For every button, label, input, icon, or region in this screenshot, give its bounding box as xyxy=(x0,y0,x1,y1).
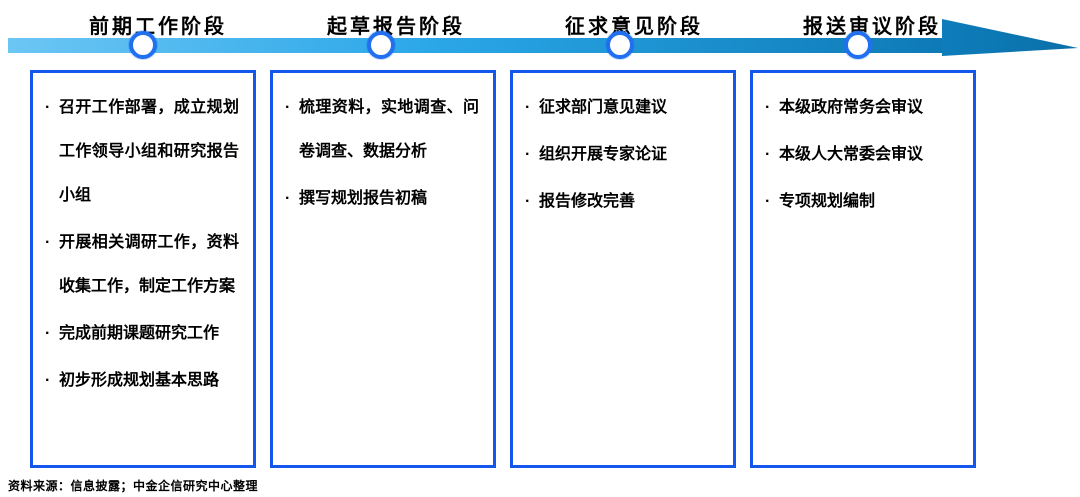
bullet-icon: · xyxy=(765,99,771,116)
bullet-text: 报告修改完善 xyxy=(539,193,636,210)
list-item: · 撰写规划报告初稿 xyxy=(285,177,479,221)
stage-box-4: · 本级政府常务会审议 · 本级人大常委会审议 · 专项规划编制 xyxy=(750,70,976,468)
list-item: · 召开工作部署，成立规划工作领导小组和研究报告小组 xyxy=(45,86,239,218)
bullet-text: 召开工作部署，成立规划工作领导小组和研究报告小组 xyxy=(59,99,239,204)
list-item: · 初步形成规划基本思路 xyxy=(45,359,239,403)
bullet-text: 开展相关调研工作，资料收集工作，制定工作方案 xyxy=(59,234,239,295)
bullet-icon: · xyxy=(45,372,51,389)
bullet-text: 梳理资料，实地调查、问卷调查、数据分析 xyxy=(299,99,479,160)
bullet-text: 初步形成规划基本思路 xyxy=(59,372,220,389)
bullet-icon: · xyxy=(285,99,291,116)
list-item: · 开展相关调研工作，资料收集工作，制定工作方案 xyxy=(45,221,239,309)
timeline-node-2 xyxy=(367,31,395,59)
timeline-node-4 xyxy=(844,31,872,59)
bullet-icon: · xyxy=(525,99,531,116)
bullet-icon: · xyxy=(525,146,531,163)
list-item: · 梳理资料，实地调查、问卷调查、数据分析 xyxy=(285,86,479,174)
bullet-text: 专项规划编制 xyxy=(779,193,876,210)
bullet-icon: · xyxy=(45,325,51,342)
list-item: · 组织开展专家论证 xyxy=(525,133,719,177)
timeline-bar xyxy=(8,38,946,53)
timeline-arrow-icon xyxy=(942,19,1078,56)
bullet-text: 征求部门意见建议 xyxy=(539,99,668,116)
list-item: · 报告修改完善 xyxy=(525,180,719,224)
bullet-icon: · xyxy=(525,193,531,210)
stage-box-1: · 召开工作部署，成立规划工作领导小组和研究报告小组 · 开展相关调研工作，资料… xyxy=(30,70,256,468)
list-item: · 本级政府常务会审议 xyxy=(765,86,959,130)
bullet-text: 完成前期课题研究工作 xyxy=(59,325,220,342)
bullet-text: 组织开展专家论证 xyxy=(539,146,668,163)
list-item: · 专项规划编制 xyxy=(765,180,959,224)
bullet-icon: · xyxy=(765,193,771,210)
bullet-text: 撰写规划报告初稿 xyxy=(299,190,428,207)
list-item: · 征求部门意见建议 xyxy=(525,86,719,130)
list-item: · 完成前期课题研究工作 xyxy=(45,312,239,356)
stage-box-2: · 梳理资料，实地调查、问卷调查、数据分析 · 撰写规划报告初稿 xyxy=(270,70,496,468)
timeline-node-3 xyxy=(606,31,634,59)
list-item: · 本级人大常委会审议 xyxy=(765,133,959,177)
bullet-text: 本级人大常委会审议 xyxy=(779,146,924,163)
stage-label-4: 报送审议阶段 xyxy=(803,16,941,38)
bullet-icon: · xyxy=(285,190,291,207)
bullet-icon: · xyxy=(765,146,771,163)
source-note: 资料来源：信息披露；中金企信研究中心整理 xyxy=(8,479,259,493)
bullet-icon: · xyxy=(45,99,51,116)
bullet-icon: · xyxy=(45,234,51,251)
stage-label-3: 征求意见阶段 xyxy=(565,16,703,38)
bullet-text: 本级政府常务会审议 xyxy=(779,99,924,116)
stage-box-3: · 征求部门意见建议 · 组织开展专家论证 · 报告修改完善 xyxy=(510,70,736,468)
stage-label-2: 起草报告阶段 xyxy=(327,16,465,38)
stage-label-1: 前期工作阶段 xyxy=(89,16,227,38)
timeline-node-1 xyxy=(129,31,157,59)
